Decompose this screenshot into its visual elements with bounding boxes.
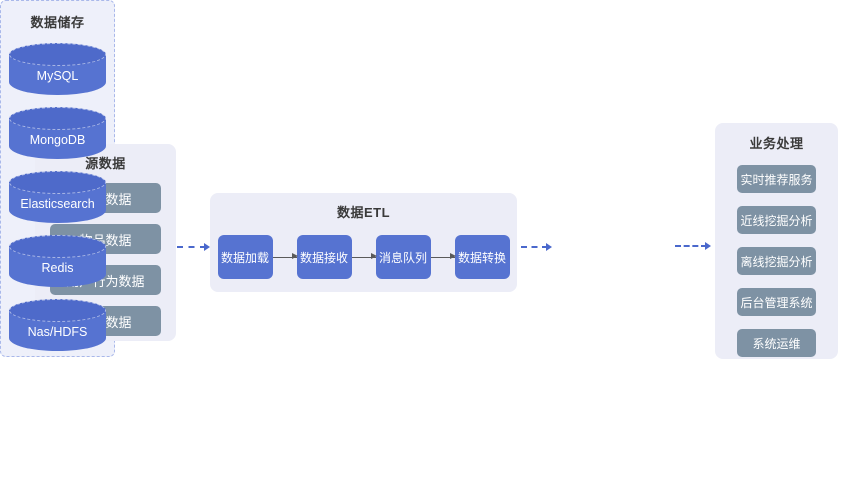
service-admin-system: 后台管理系统: [737, 288, 816, 316]
etl-step-receive: 数据接收: [296, 235, 352, 279]
service-ops: 系统运维: [737, 329, 816, 357]
db-cylinder-elasticsearch: Elasticsearch: [9, 171, 106, 223]
cylinder-top-ellipse: [9, 107, 106, 130]
right-arrow-icon: [272, 253, 298, 259]
right-arrow-icon: [351, 253, 377, 259]
db-cylinder-mongodb: MongoDB: [9, 107, 106, 159]
cylinder-top-ellipse: [9, 299, 106, 322]
cylinder-top-ellipse: [9, 171, 106, 194]
etl-step-transform: 数据转换: [454, 235, 510, 279]
storage-panel-title: 数据储存: [30, 15, 85, 30]
db-label: Redis: [41, 261, 74, 275]
db-label: Nas/HDFS: [27, 325, 88, 339]
dashed-arrow-storage-to-business-icon: [675, 242, 711, 250]
service-realtime-recommend: 实时推荐服务: [737, 165, 816, 193]
db-label: Elasticsearch: [20, 197, 95, 211]
dashed-arrow-etl-to-storage-icon: [521, 243, 552, 251]
service-offline-mining: 离线挖掘分析: [737, 247, 816, 275]
business-panel-title: 业务处理: [749, 136, 804, 151]
etl-panel: 数据ETL 数据加载 数据接收 消息队列 数据转换: [210, 193, 517, 292]
db-cylinder-nas-hdfs: Nas/HDFS: [9, 299, 106, 351]
business-processing-panel: 业务处理 实时推荐服务 近线挖掘分析 离线挖掘分析 后台管理系统 系统运维: [715, 123, 838, 359]
db-cylinder-redis: Redis: [9, 235, 106, 287]
service-nearline-mining: 近线挖掘分析: [737, 206, 816, 234]
etl-panel-title: 数据ETL: [336, 205, 391, 220]
dashed-arrow-source-to-etl-icon: [177, 243, 210, 251]
cylinder-top-ellipse: [9, 235, 106, 258]
data-storage-panel: 数据储存 MySQL MongoDB Elasticsearch Redis N…: [0, 0, 115, 357]
etl-steps-row: 数据加载 数据接收 消息队列 数据转换: [210, 235, 517, 279]
etl-step-queue: 消息队列: [375, 235, 431, 279]
right-arrow-icon: [430, 253, 456, 259]
db-label: MySQL: [36, 69, 79, 83]
db-label: MongoDB: [29, 133, 86, 147]
cylinder-top-ellipse: [9, 43, 106, 66]
etl-step-load: 数据加载: [217, 235, 273, 279]
source-panel-title: 源数据: [85, 156, 126, 171]
db-cylinder-mysql: MySQL: [9, 43, 106, 95]
